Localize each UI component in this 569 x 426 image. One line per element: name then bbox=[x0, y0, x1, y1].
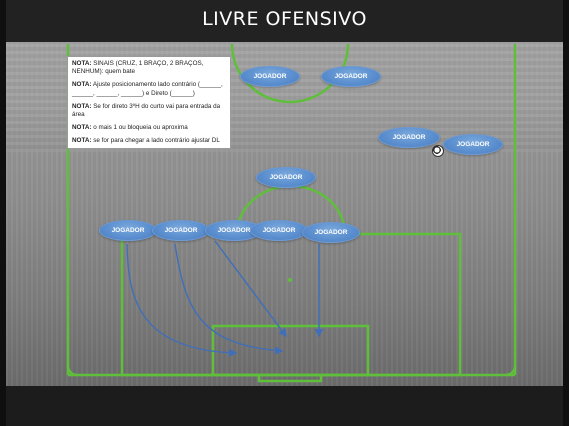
left-border bbox=[0, 0, 6, 426]
player-marker[interactable]: JOGADOR bbox=[256, 167, 316, 188]
goal bbox=[257, 373, 323, 383]
note-label: NOTA: bbox=[72, 60, 92, 67]
player-marker[interactable]: JOGADOR bbox=[321, 66, 381, 87]
run-arrow-1 bbox=[126, 243, 238, 357]
note-text: Ajuste posicionamento lado contrário (__… bbox=[72, 81, 223, 97]
penalty-area bbox=[120, 232, 462, 377]
note-text: SINAIS (CRUZ, 1 BRAÇO, 2 BRAÇOS, NENHUM)… bbox=[72, 60, 204, 76]
slide-title: LIVRE OFENSIVO bbox=[202, 8, 367, 30]
note-label: NOTA: bbox=[72, 81, 92, 89]
penalty-spot bbox=[288, 278, 292, 282]
player-marker[interactable]: JOGADOR bbox=[99, 220, 157, 241]
goal-area bbox=[211, 324, 370, 377]
note-item: NOTA: o mais 1 ou bloqueia ou aproxima bbox=[72, 124, 226, 132]
run-arrow-2 bbox=[174, 243, 284, 355]
run-arrow-3 bbox=[214, 240, 287, 338]
footer-bar bbox=[6, 386, 563, 426]
ball-icon bbox=[432, 145, 444, 157]
player-marker[interactable]: JOGADOR bbox=[302, 222, 360, 243]
note-label: NOTA: bbox=[72, 124, 92, 132]
player-marker[interactable]: JOGADOR bbox=[378, 127, 440, 148]
notes-box: NOTA: SINAIS (CRUZ, 1 BRAÇO, 2 BRAÇOS, N… bbox=[67, 56, 231, 150]
note-label: NOTA: bbox=[72, 137, 92, 145]
right-border bbox=[563, 0, 569, 426]
note-item: NOTA: SINAIS (CRUZ, 1 BRAÇO, 2 BRAÇOS, N… bbox=[72, 60, 226, 76]
note-item: NOTA: Ajuste posicionamento lado contrár… bbox=[72, 81, 226, 97]
player-marker[interactable]: JOGADOR bbox=[250, 220, 308, 241]
note-text: o mais 1 ou bloqueia ou aproxima bbox=[91, 124, 188, 132]
note-text: Se for direto 3ºH do curto vai para entr… bbox=[72, 102, 221, 118]
corner-arc-right bbox=[505, 365, 517, 377]
player-marker[interactable]: JOGADOR bbox=[152, 220, 210, 241]
note-item: NOTA: Se for direto 3ºH do curto vai par… bbox=[72, 103, 226, 119]
player-marker[interactable]: JOGADOR bbox=[240, 66, 300, 87]
note-item: NOTA: se for para chegar a lado contrári… bbox=[72, 137, 226, 145]
player-marker[interactable]: JOGADOR bbox=[443, 134, 503, 155]
note-text: se for para chegar a lado contrário ajus… bbox=[91, 137, 220, 145]
header-bar: LIVRE OFENSIVO bbox=[6, 0, 563, 42]
corner-arc-left bbox=[66, 365, 78, 377]
note-label: NOTA: bbox=[72, 102, 92, 110]
